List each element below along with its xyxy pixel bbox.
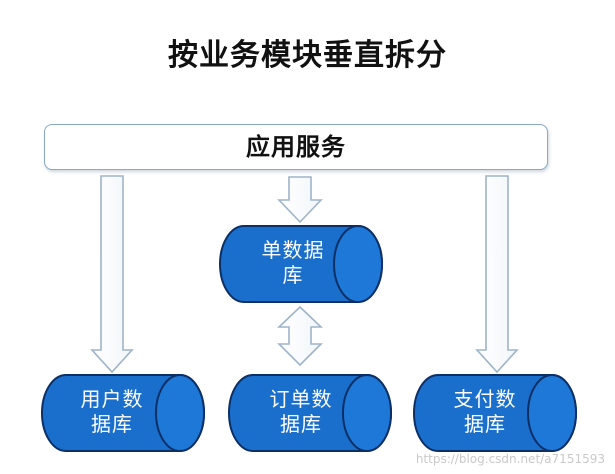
db-label-payment-line1: 支付数 [453,387,517,411]
db-label-order-line2: 据库 [280,412,322,436]
db-label-user: 用户数 据库 [68,387,156,437]
db-cylinder-user [41,374,205,452]
arrow-to-payment-db [475,175,519,374]
db-label-user-line1: 用户数 [80,387,144,411]
db-label-single-line2: 库 [282,263,304,287]
db-label-payment-line2: 据库 [464,412,506,436]
db-label-payment: 支付数 据库 [441,387,529,437]
app-service-label: 应用服务 [246,133,346,161]
db-cylinder-payment [413,374,577,452]
arrow-to-user-db [90,175,134,374]
arrow-to-single-db [277,176,323,224]
db-label-user-line2: 据库 [91,412,133,436]
db-cylinder-order [228,374,392,452]
double-arrow-single-order [277,305,323,367]
app-service-box: 应用服务 [44,124,548,170]
db-label-single: 单数据 库 [249,238,337,288]
diagram-title: 按业务模块垂直拆分 [168,38,447,73]
watermark-text: https://blog.csdn.net/a7151593 [415,452,605,466]
db-label-single-line1: 单数据 [261,238,325,262]
db-label-order-line1: 订单数 [269,387,333,411]
db-cylinder-single [219,225,383,303]
db-label-order: 订单数 据库 [257,387,345,437]
